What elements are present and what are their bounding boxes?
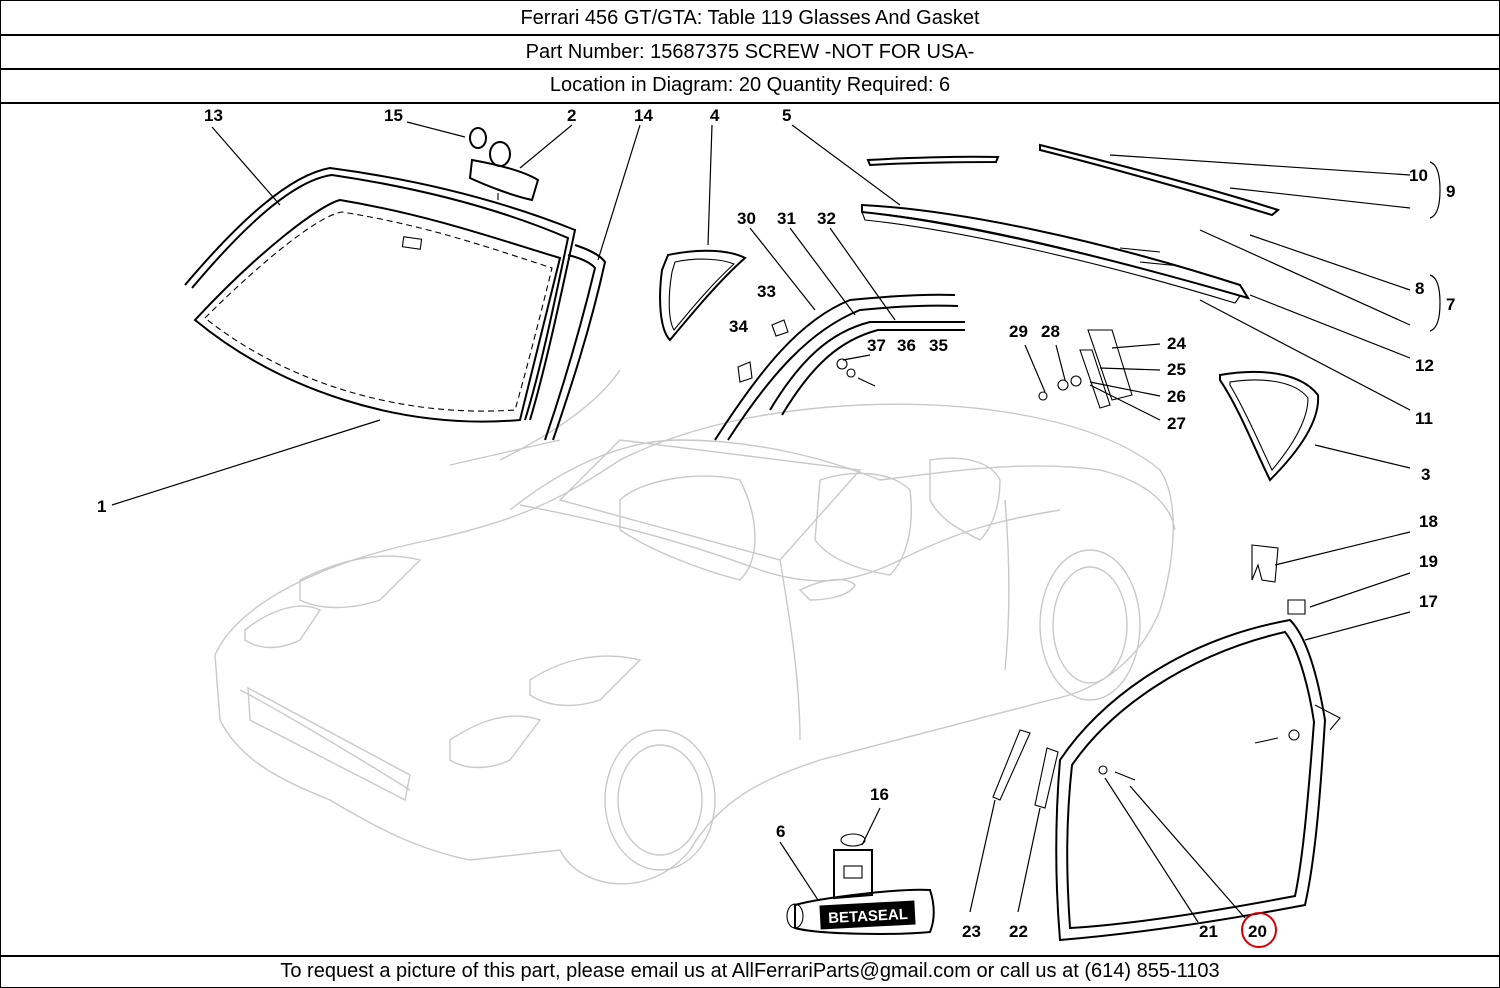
callout-label: 5 <box>782 106 791 125</box>
callout-label: 35 <box>929 336 948 355</box>
callout-label: 17 <box>1419 592 1438 611</box>
callout-label: 12 <box>1415 356 1434 375</box>
divider <box>0 955 1500 957</box>
callout-label: 23 <box>962 922 981 941</box>
windscreen-assembly <box>184 166 607 441</box>
callout-label: 33 <box>757 282 776 301</box>
callout-label: 1 <box>97 497 106 516</box>
callout-label: 25 <box>1167 360 1186 379</box>
callout-label: 4 <box>710 106 720 125</box>
callout-label: 21 <box>1199 922 1218 941</box>
highlight-circle <box>1241 912 1277 948</box>
callout-label: 14 <box>634 106 653 125</box>
callout-label-highlighted: 20 <box>1248 922 1267 941</box>
callout-label: 28 <box>1041 322 1060 341</box>
callout-label: 30 <box>737 209 756 228</box>
screw-hardware <box>992 544 1306 801</box>
callout-label: 8 <box>1415 279 1424 298</box>
callout-label: 9 <box>1446 182 1455 201</box>
quarter-glass-left <box>659 249 747 342</box>
callout-label: 2 <box>567 106 576 125</box>
callout-label: 24 <box>1167 334 1186 353</box>
quarter-glass-right <box>1219 370 1320 482</box>
divider <box>0 34 1500 36</box>
callout-label: 32 <box>817 209 836 228</box>
product-label: BETASEAL <box>828 906 909 927</box>
callout-label: 22 <box>1009 922 1028 941</box>
callout-label: 3 <box>1421 465 1430 484</box>
callout-label: 15 <box>384 106 403 125</box>
door-seal <box>1034 618 1341 942</box>
page-title: Ferrari 456 GT/GTA: Table 119 Glasses An… <box>520 7 980 29</box>
callout-label: 11 <box>1415 409 1433 428</box>
part-number-line: Part Number: 15687375 SCREW -NOT FOR USA… <box>525 41 975 63</box>
callout-label: 16 <box>870 785 889 804</box>
callout-label: 10 <box>1409 166 1428 185</box>
location-line: Location in Diagram: 20 Quantity Require… <box>549 74 951 96</box>
callout-labels: 13 15 2 14 4 5 10 9 8 7 12 11 3 30 31 32… <box>97 106 1455 948</box>
roof-glass-assembly <box>861 143 1281 304</box>
callout-label: 19 <box>1419 552 1438 571</box>
callout-label: 37 <box>867 336 886 355</box>
callout-label: 18 <box>1419 512 1438 531</box>
divider <box>0 102 1500 104</box>
callout-label: 13 <box>204 106 223 125</box>
parts-diagram: BETASEAL <box>97 106 1455 948</box>
divider <box>0 68 1500 70</box>
leader-lines <box>111 121 1441 923</box>
callout-label: 6 <box>776 822 785 841</box>
callout-label: 29 <box>1009 322 1028 341</box>
callout-label: 7 <box>1446 295 1455 314</box>
small-hardware <box>737 319 1133 409</box>
car-outline <box>214 369 1176 885</box>
footer-contact-text: To request a picture of this part, pleas… <box>280 960 1220 982</box>
sealant-tube: BETASEAL <box>786 833 935 935</box>
callout-label: 36 <box>897 336 916 355</box>
callout-label: 34 <box>729 317 748 336</box>
callout-label: 31 <box>777 209 796 228</box>
roof-channel-assembly <box>714 293 965 441</box>
callout-label: 27 <box>1167 414 1186 433</box>
mirror-assembly <box>468 127 540 202</box>
callout-label: 26 <box>1167 387 1186 406</box>
